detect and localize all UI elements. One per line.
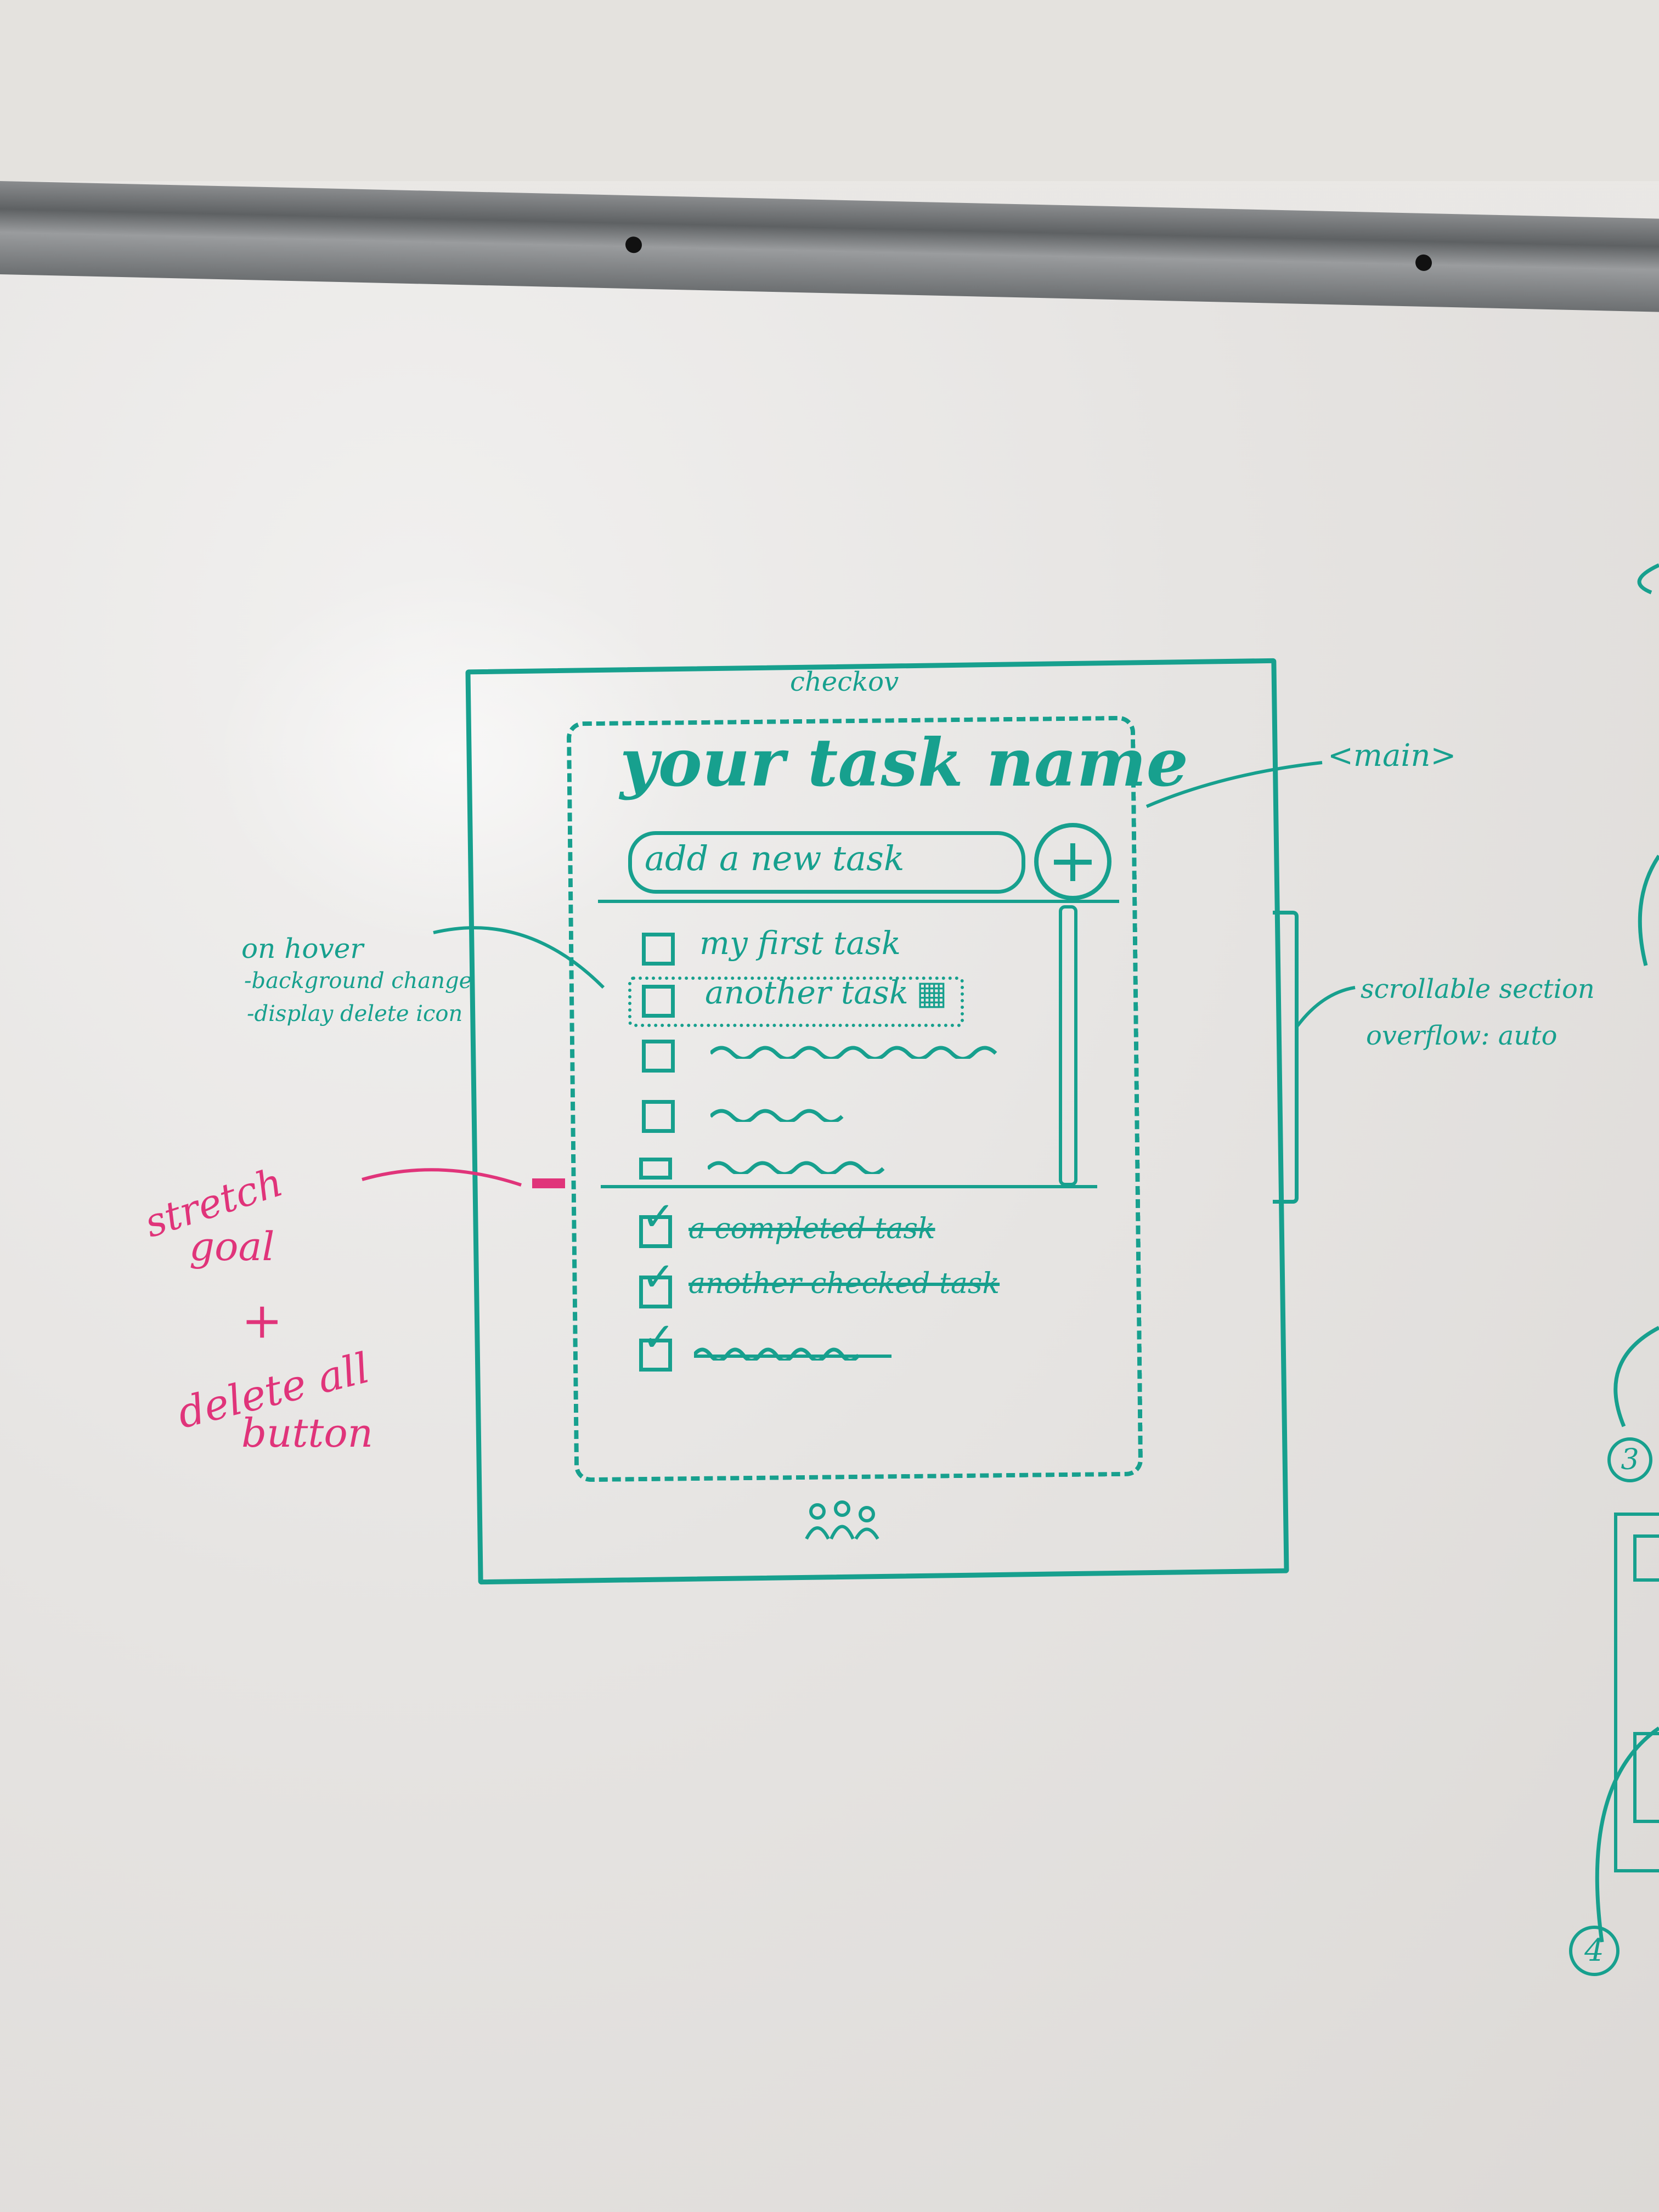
stretch-pointer-line	[362, 1168, 565, 1188]
scroll-bracket	[1273, 911, 1299, 1204]
completed-task-item: another checked task	[689, 1267, 1000, 1300]
hover-pointer-line	[433, 926, 605, 989]
step-number-badge: 4	[1569, 1926, 1620, 1976]
checkbox-sketch	[642, 1100, 675, 1133]
placeholder-squiggle	[708, 1161, 885, 1174]
completed-squiggle	[694, 1347, 891, 1361]
whiteboard	[0, 258, 1659, 2212]
checkbox-sketch	[642, 1040, 675, 1073]
app-name-label: checkov	[790, 667, 899, 697]
placeholder-squiggle	[710, 1046, 997, 1059]
scroll-note-line: overflow: auto	[1366, 1020, 1558, 1051]
checked-checkbox-sketch	[639, 1276, 672, 1308]
new-task-input-sketch	[628, 831, 1025, 894]
hover-note-line: -background change	[244, 968, 472, 994]
check-icon: ✓	[642, 1254, 675, 1300]
scroll-note-line: scrollable section	[1361, 974, 1595, 1005]
task-item: another task	[705, 974, 909, 1011]
placeholder-squiggle	[710, 1109, 844, 1122]
screw	[625, 236, 642, 253]
stretch-note-plus: +	[241, 1292, 283, 1350]
checked-checkbox-sketch	[639, 1339, 672, 1372]
partial-sketch-right	[1595, 563, 1659, 1943]
task-list-title: your task name	[620, 724, 1188, 802]
task-item: my first task	[699, 924, 901, 962]
stretch-note-line: goal	[189, 1223, 275, 1269]
screw	[1415, 254, 1432, 272]
checked-checkbox-sketch	[639, 1215, 672, 1248]
check-icon: ✓	[642, 1314, 675, 1360]
checkbox-sketch	[639, 1158, 672, 1180]
scrollbar-sketch	[1059, 905, 1077, 1186]
check-icon: ✓	[642, 1193, 675, 1239]
light-glare	[208, 565, 702, 949]
people-icon	[805, 1500, 879, 1540]
wall	[0, 0, 1659, 181]
trash-icon: ▦	[916, 974, 947, 1012]
divider	[598, 900, 1119, 903]
step-number-badge: 3	[1607, 1437, 1652, 1482]
scroll-pointer-line	[1296, 986, 1356, 1027]
main-tag-note: <main>	[1328, 738, 1457, 774]
plus-icon: +	[1047, 825, 1098, 895]
completed-task-item: a completed task	[689, 1212, 935, 1245]
checkbox-sketch	[642, 985, 675, 1018]
divider	[601, 1185, 1097, 1188]
input-placeholder-text: add a new task	[645, 838, 905, 878]
stretch-note-line: button	[241, 1410, 374, 1456]
hover-note-title: on hover	[241, 933, 364, 964]
hover-note-line: -display delete icon	[247, 1001, 463, 1026]
hover-row-highlight	[628, 977, 964, 1027]
checkbox-sketch	[642, 933, 675, 966]
main-pointer-line	[1146, 761, 1323, 808]
add-task-button-sketch: +	[1034, 823, 1111, 900]
